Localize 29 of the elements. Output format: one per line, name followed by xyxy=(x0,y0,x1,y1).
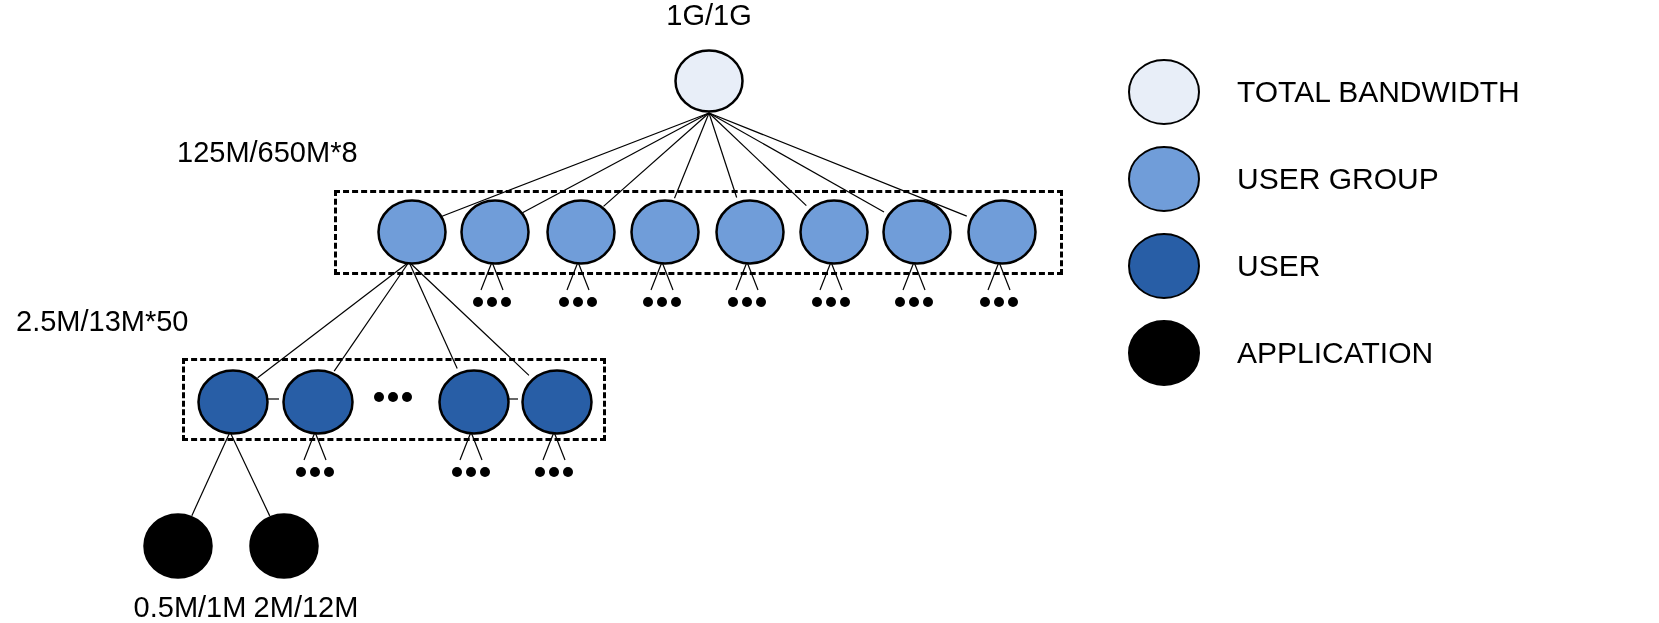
bandwidth-label: 0.5M/1M xyxy=(133,593,247,622)
group-node xyxy=(715,199,785,265)
connector-line xyxy=(708,112,738,199)
connector-line xyxy=(602,112,710,207)
group-node xyxy=(799,199,869,265)
user-node xyxy=(282,369,354,435)
user-node xyxy=(197,369,269,435)
group-node xyxy=(630,199,700,265)
group-node xyxy=(882,199,952,265)
bandwidth-label: 2M/12M xyxy=(253,593,359,622)
legend-label: TOTAL BANDWIDTH xyxy=(1237,77,1520,107)
group-node xyxy=(377,199,447,265)
group-node xyxy=(546,199,616,265)
group-node xyxy=(967,199,1037,265)
connector-line xyxy=(708,112,885,213)
connector-line xyxy=(708,112,807,207)
user-node xyxy=(438,369,510,435)
legend-label: USER GROUP xyxy=(1237,164,1439,194)
connector-line xyxy=(673,112,710,199)
legend-label: USER xyxy=(1237,251,1321,281)
group-node xyxy=(460,199,530,265)
user-node xyxy=(521,369,593,435)
group-label: 125M/650M*8 xyxy=(177,138,358,167)
application-node xyxy=(143,513,213,579)
bandwidth-node xyxy=(674,49,744,113)
group-label: 2.5M/13M*50 xyxy=(16,307,189,336)
legend-label: APPLICATION xyxy=(1237,338,1434,368)
application-node xyxy=(249,513,319,579)
bandwidth-label: 1G/1G xyxy=(666,1,752,30)
